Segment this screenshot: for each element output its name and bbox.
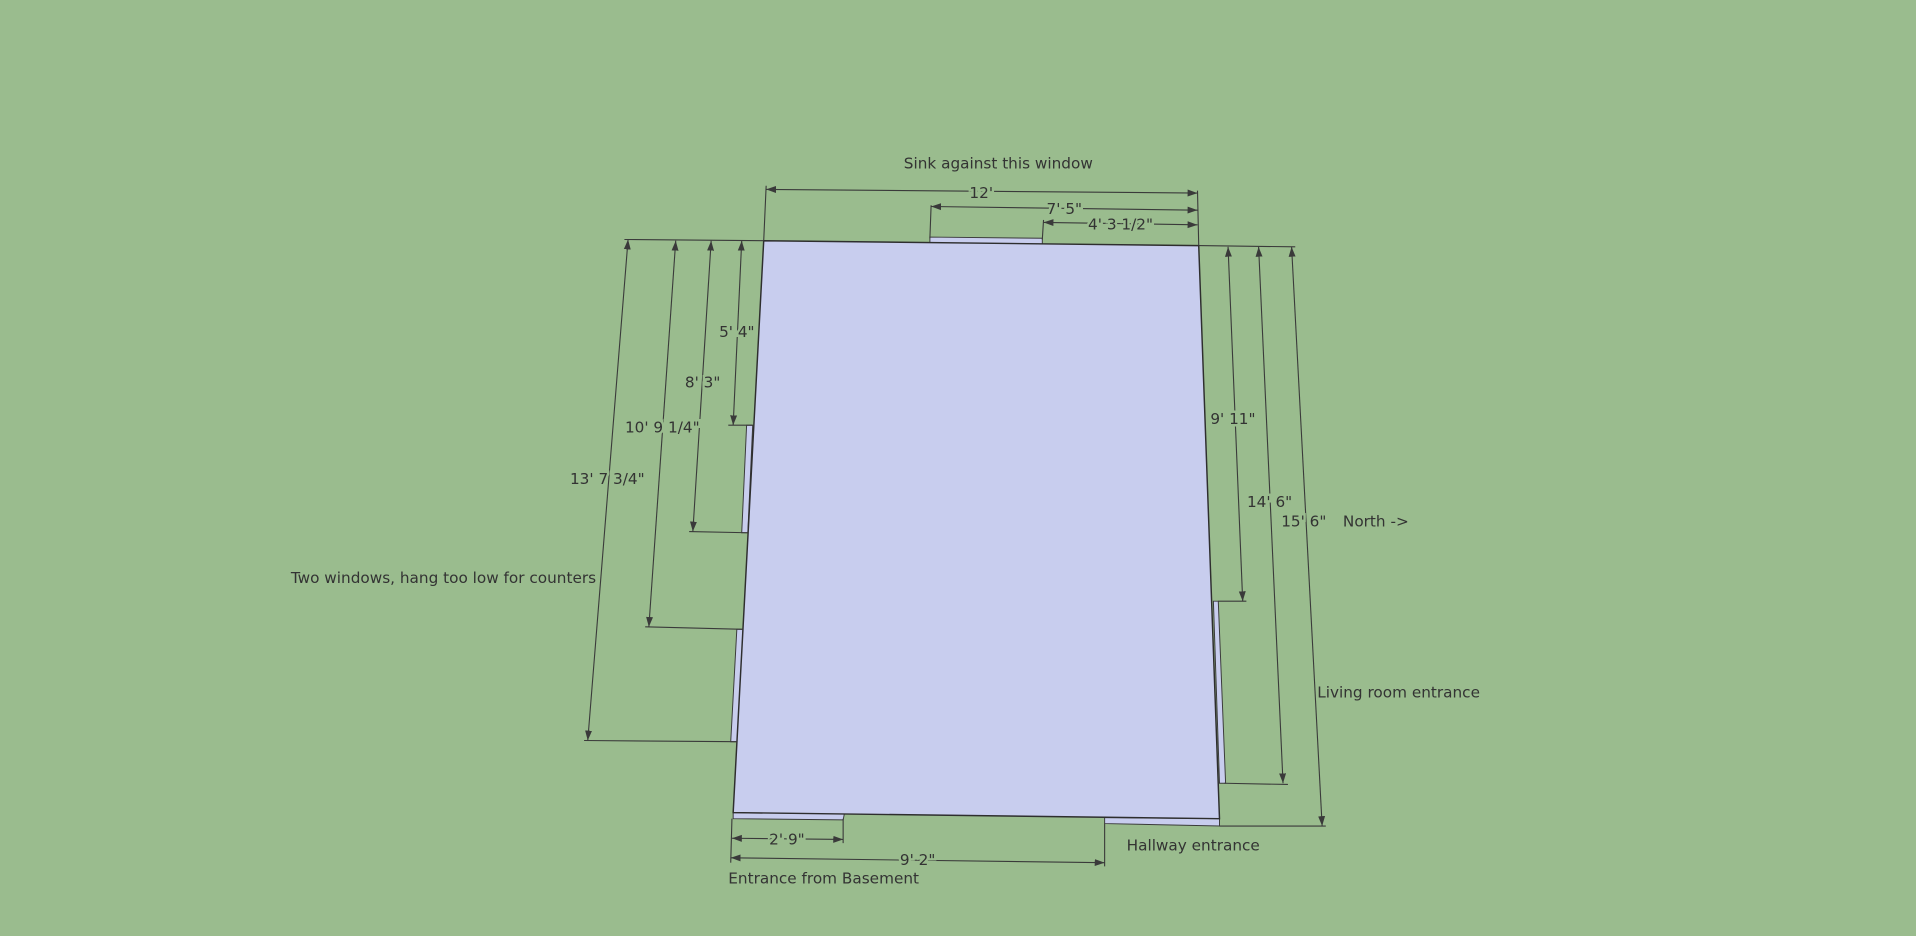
dim-line-4ft3 (1043, 219, 1198, 229)
note-north: North -> (1343, 513, 1409, 531)
annotations: Sink against this window Two windows, ha… (290, 155, 1480, 888)
note-basement: Entrance from Basement (728, 869, 919, 887)
note-sink: Sink against this window (904, 155, 1093, 173)
dim-label: 9' 2" (900, 851, 936, 869)
note-windows: Two windows, hang too low for counters (290, 569, 596, 587)
dim-line-15ft6 (1288, 246, 1326, 827)
dim-line-8ft3 (690, 240, 715, 532)
dim-label: 8' 3" (685, 373, 721, 391)
note-hallway: Hallway entrance (1127, 836, 1260, 854)
dim-label: 9' 11" (1210, 410, 1255, 428)
dimension-lines (584, 185, 1326, 867)
dim-label: 10' 9 1/4" (625, 419, 700, 437)
dim-label: 15' 6" (1281, 513, 1326, 531)
dim-line-9ft11 (1224, 246, 1246, 602)
dim-line-12ft (766, 186, 1198, 197)
note-living-room: Living room entrance (1317, 684, 1480, 702)
dim-label: 2' 9" (769, 830, 805, 848)
dim-label: 4' 3 1/2" (1088, 216, 1153, 234)
dim-line-13ft7 (585, 239, 631, 741)
dim-label: 13' 7 3/4" (570, 470, 645, 488)
dim-label: 14' 6" (1247, 493, 1292, 511)
dim-line-5ft4 (730, 240, 745, 426)
dim-line-7ft5 (931, 203, 1198, 214)
dim-line-14ft6 (1255, 246, 1287, 784)
kitchen-floor[interactable] (732, 239, 1221, 820)
dim-line-9ft2 (730, 854, 1105, 867)
dim-line-10ft9 (646, 240, 679, 627)
dim-label: 12' (969, 184, 993, 202)
dim-line-2ft9 (731, 834, 844, 843)
dimension-labels: 12' 7' 5" 4' 3 1/2" 5' 4" 8' 3" 10' 9 1/… (568, 182, 1329, 872)
dim-label: 7' 5" (1047, 200, 1083, 218)
dim-label: 5' 4" (719, 323, 755, 341)
